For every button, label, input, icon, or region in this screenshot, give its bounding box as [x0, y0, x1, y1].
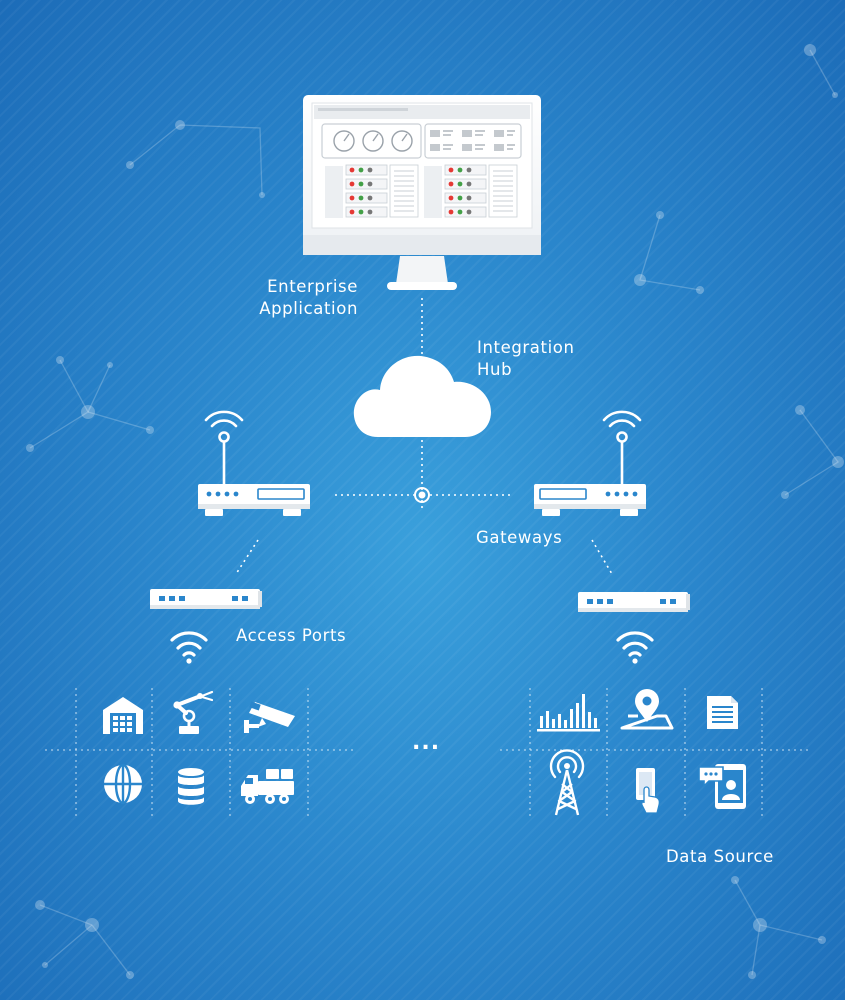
- globe-icon: [104, 763, 142, 805]
- warehouse-icon: [103, 697, 143, 734]
- right-gateway-router: [534, 410, 646, 516]
- junction-node: [414, 487, 430, 503]
- video-chat-icon: [698, 764, 746, 809]
- robot-arm-icon: [173, 690, 214, 734]
- enterprise-label-line-2: Application: [259, 299, 358, 318]
- ellipsis-label: ...: [412, 730, 441, 755]
- wifi-signal-icon: [204, 410, 244, 486]
- wifi-icon: [170, 631, 208, 657]
- touch-phone-icon: [636, 768, 661, 814]
- wifi-signal-icon: [602, 410, 642, 486]
- right-grid-lines: [500, 688, 810, 818]
- gateways-label: Gateways: [476, 528, 563, 547]
- right-gateway-to-access-port-link: [591, 539, 613, 575]
- wifi-icon-dot: [186, 658, 192, 664]
- left-access-port: [150, 589, 262, 609]
- left-gateway-router: [198, 410, 310, 516]
- background-network-decoration: [29, 49, 839, 976]
- background-node-decoration: [26, 44, 844, 979]
- database-icon: [178, 768, 204, 805]
- cell-tower-icon: [549, 749, 585, 816]
- left-grid-lines: [45, 688, 355, 818]
- enterprise-label-line-1: Enterprise: [267, 277, 358, 296]
- enterprise-monitor: [303, 95, 541, 290]
- gauge-icon: [333, 130, 413, 152]
- access-ports-label: Access Ports: [236, 626, 347, 645]
- right-access-port: [578, 592, 690, 612]
- hub-label-line-1: Integration: [477, 338, 575, 357]
- status-table-left: [325, 164, 419, 218]
- status-table-right: [424, 164, 518, 218]
- bar-chart-icon: [537, 694, 600, 732]
- cloud-hub-icon: [353, 355, 491, 437]
- hub-label-line-2: Hub: [477, 360, 513, 379]
- map-pin-icon: [620, 689, 674, 730]
- wifi-icon-dot: [632, 658, 638, 664]
- left-gateway-to-access-port-link: [235, 539, 259, 575]
- document-icon: [707, 696, 738, 729]
- security-camera-icon: [244, 701, 295, 733]
- data-source-label: Data Source: [666, 847, 774, 866]
- enterprise-application-label: Enterprise Application: [238, 276, 358, 320]
- wifi-icon: [616, 631, 654, 657]
- integration-hub-label: Integration Hub: [477, 337, 575, 381]
- truck-icon: [241, 769, 294, 804]
